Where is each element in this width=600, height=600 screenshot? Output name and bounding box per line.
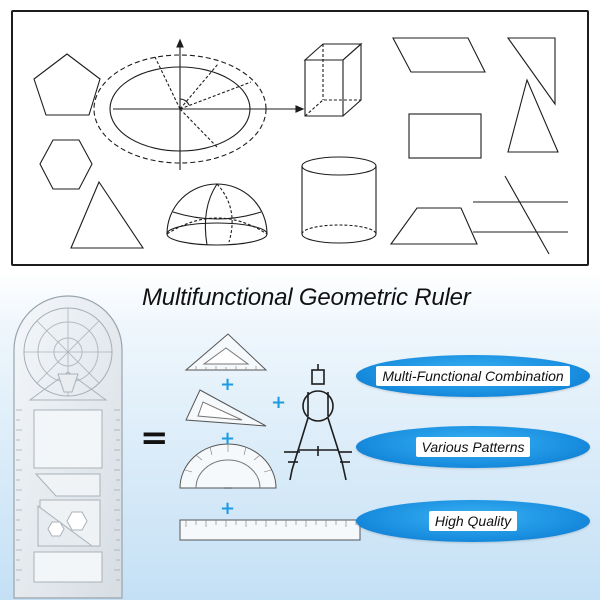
feature-label: Multi-Functional Combination [376, 366, 570, 386]
right-triangle-top-shape [506, 37, 556, 106]
triangle-ruler-icon [185, 389, 267, 427]
plus-sign: + [220, 428, 236, 449]
pentagon-shape [33, 53, 101, 116]
right-triangle-mid-shape [507, 78, 559, 153]
feature-label: High Quality [428, 511, 518, 531]
trapezoid-shape [389, 207, 478, 245]
feature-pill-patterns: Various Patterns [356, 426, 590, 468]
triangle-shape [70, 180, 145, 249]
page-title: Multifunctional Geometric Ruler [142, 284, 471, 311]
compass-icon [284, 364, 352, 481]
feature-pill-quality: High Quality [356, 500, 590, 542]
geometric-ruler-image [13, 295, 123, 599]
straight-ruler-icon [179, 519, 361, 541]
parallel-lines-shape [473, 175, 568, 255]
ellipse-axes-shape [93, 38, 305, 170]
plus-sign: + [220, 374, 236, 395]
equals-sign: = [140, 418, 169, 458]
shapes-panel [11, 10, 589, 266]
plus-sign: + [220, 498, 236, 519]
feature-label: Various Patterns [415, 437, 531, 457]
rectangle-shape [408, 113, 482, 159]
hemisphere-shape [166, 183, 268, 246]
feature-pill-combination: Multi-Functional Combination [356, 355, 590, 397]
hexagon-shape [39, 139, 93, 190]
plus-sign: + [271, 392, 287, 413]
shapes-illustration [33, 37, 568, 255]
protractor-icon [179, 443, 277, 489]
parallelogram-shape [392, 37, 486, 73]
cube-shape [303, 42, 363, 117]
set-square-icon [184, 333, 268, 371]
cylinder-shape [301, 156, 377, 244]
